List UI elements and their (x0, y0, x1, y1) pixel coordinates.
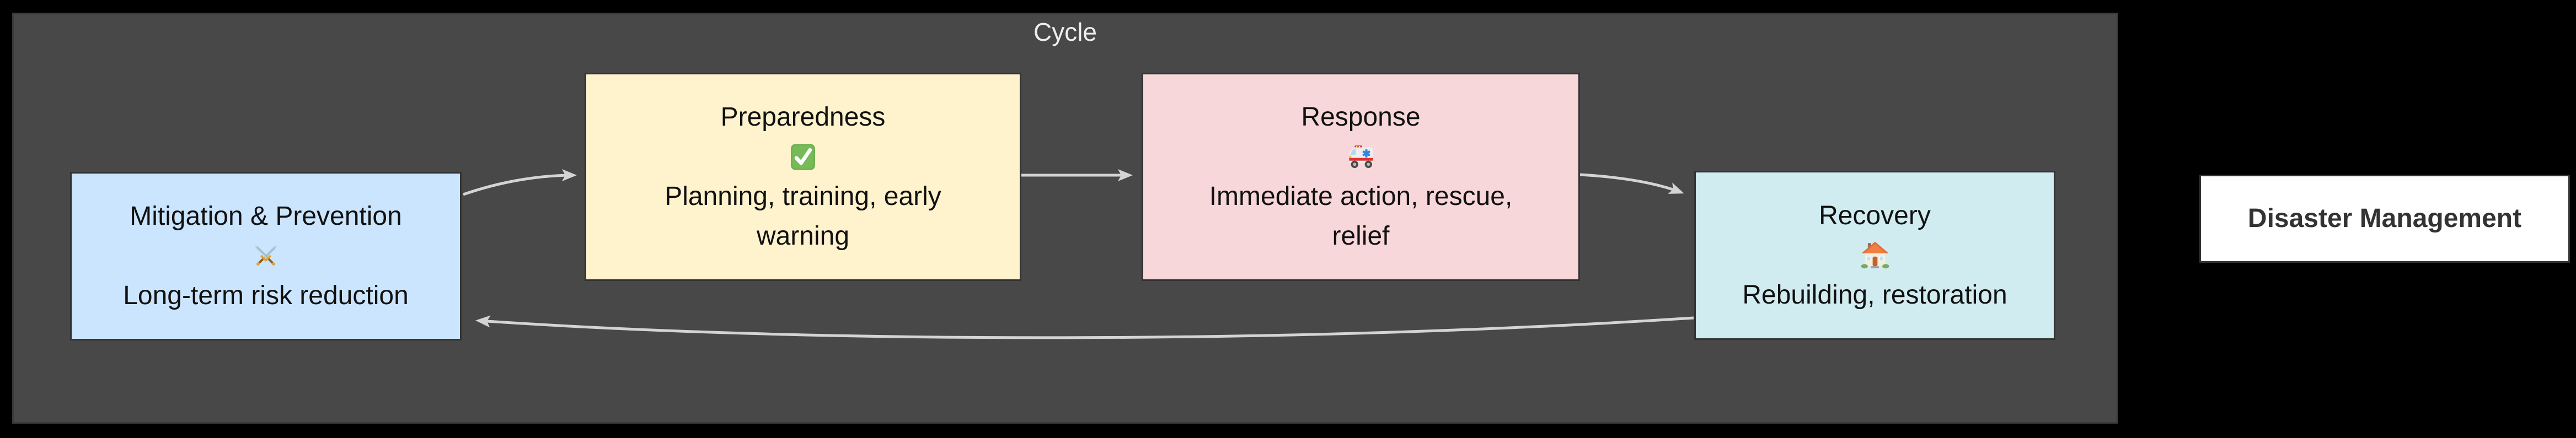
node-response: Response Immediate act (1142, 73, 1580, 281)
house-icon (1860, 236, 1891, 275)
node-recovery: Recovery Rebuilding, restoration (1694, 171, 2055, 340)
node-description: Immediate action, rescue, relief (1209, 182, 1513, 251)
node-disaster-management: Disaster Management (2199, 175, 2570, 263)
crossed-swords-icon (250, 236, 282, 276)
node-description: Long-term risk reduction (123, 281, 409, 310)
node-title: Recovery (1819, 201, 1931, 230)
node-title: Response (1301, 102, 1421, 132)
node-title: Disaster Management (2247, 204, 2522, 233)
check-mark-icon (788, 137, 818, 177)
ambulance-icon (1345, 137, 1378, 177)
cycle-subgraph-label: Cycle (1033, 18, 1097, 46)
node-preparedness: Preparedness Planning, training, early w… (585, 73, 1021, 281)
node-title: Preparedness (720, 102, 886, 132)
node-title: Mitigation & Prevention (130, 202, 402, 231)
node-description: Planning, training, early warning (665, 182, 941, 251)
node-description: Rebuilding, restoration (1742, 280, 2007, 310)
node-mitigation-prevention: Mitigation & Prevention (70, 172, 462, 340)
